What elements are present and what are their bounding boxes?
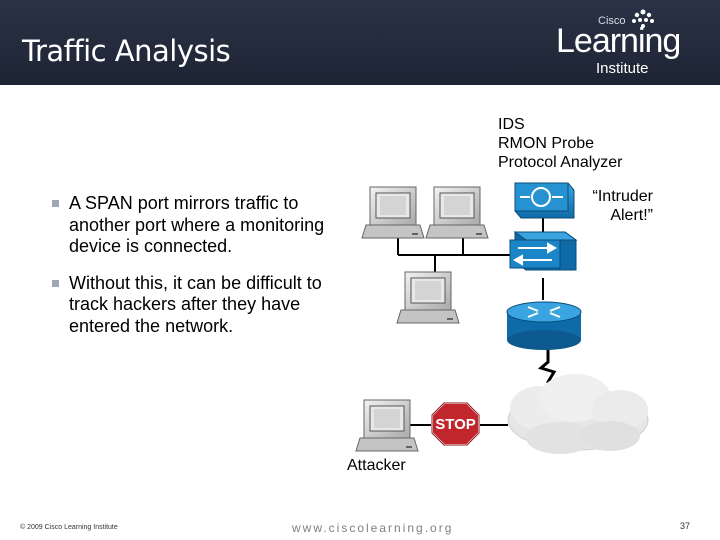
logo-institute-text: Institute: [596, 60, 649, 77]
intruder-alert-label: “Intruder Alert!”: [592, 188, 653, 224]
monitor-labels: IDS RMON Probe Protocol Analyzer: [498, 115, 623, 172]
router-icon: [506, 301, 582, 350]
bullet-text: Without this, it can be difficult to tra…: [69, 272, 322, 336]
bullet-marker: [52, 200, 59, 207]
footer-url[interactable]: www.ciscolearning.org: [292, 521, 454, 535]
pc-icon: [361, 186, 425, 239]
stop-sign-text: STOP: [435, 416, 476, 433]
bullet-text: A SPAN port mirrors traffic to another p…: [69, 193, 325, 256]
logo-learning-text: Learning: [556, 22, 681, 60]
pc-icon: [355, 399, 419, 452]
bullet-marker: [52, 279, 59, 287]
bullet-list: A SPAN port mirrors traffic to another p…: [52, 193, 352, 352]
monitor-label-rmon: RMON Probe: [498, 135, 595, 152]
slide-title: Traffic Analysis: [22, 34, 231, 68]
stop-sign-icon: STOP: [431, 402, 480, 446]
footer-copyright: © 2009 Cisco Learning Institute: [20, 524, 118, 531]
pc-icon: [425, 186, 489, 239]
monitor-label-ids: IDS: [498, 116, 525, 133]
cisco-learning-institute-logo: Cisco Learning Institute: [556, 6, 706, 80]
pc-icon: [396, 271, 460, 324]
bullet-item: Without this, it can be difficult to tra…: [52, 273, 352, 338]
cloud-icon: [507, 374, 649, 454]
attacker-label: Attacker: [347, 457, 406, 474]
tree-logo-icon: [632, 9, 654, 28]
logo-cisco-text: Cisco: [598, 15, 626, 27]
ids-appliance-icon: [514, 182, 575, 219]
page-number: 37: [680, 521, 691, 531]
bullet-item: A SPAN port mirrors traffic to another p…: [52, 193, 352, 258]
monitor-label-analyzer: Protocol Analyzer: [498, 154, 623, 171]
slide-header: Traffic Analysis Cisco Learning Institut…: [0, 0, 720, 85]
switch-icon: [509, 231, 578, 271]
